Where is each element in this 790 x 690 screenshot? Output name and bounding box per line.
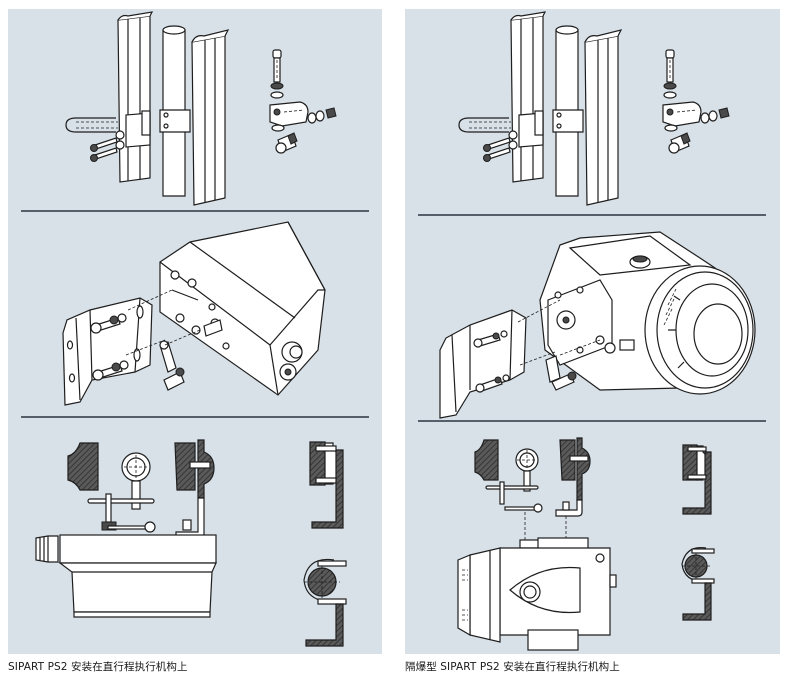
positioner-bracket-drawing (62, 221, 326, 406)
figure-exproof-positioner-bracket (405, 217, 780, 422)
side-view-sections-drawing (35, 439, 347, 647)
figure-yoke-mounting-kit (8, 9, 382, 209)
divider (21, 416, 369, 418)
panel-explosion-proof (405, 9, 780, 654)
exproof-side-view-sections-drawing (457, 437, 715, 651)
figure-exproof-side-view-sections (405, 423, 780, 654)
yoke-mounting-kit-drawing (458, 11, 730, 206)
figure-yoke-mounting-kit (405, 9, 780, 214)
divider (21, 210, 369, 212)
exproof-positioner-bracket-drawing (439, 231, 756, 419)
divider (418, 420, 766, 422)
divider (418, 214, 766, 216)
yoke-mounting-kit-drawing (65, 11, 337, 206)
caption-explosion-proof: 隔爆型 SIPART PS2 安装在直行程执行机构上 (405, 661, 620, 673)
panel-standard (8, 9, 382, 654)
caption-standard: SIPART PS2 安装在直行程执行机构上 (8, 661, 188, 673)
figure-side-view-sections (8, 419, 382, 654)
figure-positioner-bracket (8, 213, 382, 419)
